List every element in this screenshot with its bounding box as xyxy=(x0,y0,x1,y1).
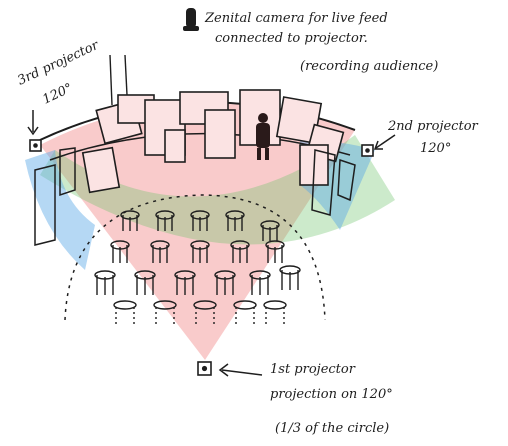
audience-stools xyxy=(94,210,301,327)
projector-3-label-line-2: 120° xyxy=(40,81,75,108)
projector-2-label-line-1: 2nd projector xyxy=(387,119,479,134)
projector-2-marker xyxy=(361,144,374,157)
camera-label-line-3: (recording audience) xyxy=(300,59,438,74)
camera-icon xyxy=(183,8,199,31)
hanging-wires xyxy=(109,54,128,106)
projector-1-label-line-2: projection on 120° xyxy=(270,387,393,402)
camera-label-line-1: Zenital camera for live feed xyxy=(204,11,388,26)
right-wall-panels xyxy=(311,149,356,216)
person-silhouette xyxy=(256,113,270,160)
green-projection-cone xyxy=(40,135,395,245)
projector-3-marker xyxy=(29,139,42,152)
audience-boundary-arc xyxy=(64,194,326,321)
projector-2-label-line-2: 120° xyxy=(420,141,451,156)
left-wall-panels xyxy=(34,147,76,246)
red-projection-cone xyxy=(40,103,355,361)
projector-1-label-line-1: 1st projector xyxy=(270,362,356,377)
camera-label-line-2: connected to projector. xyxy=(215,31,368,46)
projector-1-label-line-3: (1/3 of the circle) xyxy=(275,421,389,436)
arrow-projector-3 xyxy=(27,110,39,136)
hanging-panels xyxy=(81,89,345,194)
projector-3-label-line-1: 3rd projector xyxy=(15,38,101,89)
arrow-projector-2 xyxy=(373,134,396,150)
projector-1-marker xyxy=(197,361,212,376)
blue-projection-cone xyxy=(25,150,95,270)
arrow-projector-1 xyxy=(218,363,263,377)
